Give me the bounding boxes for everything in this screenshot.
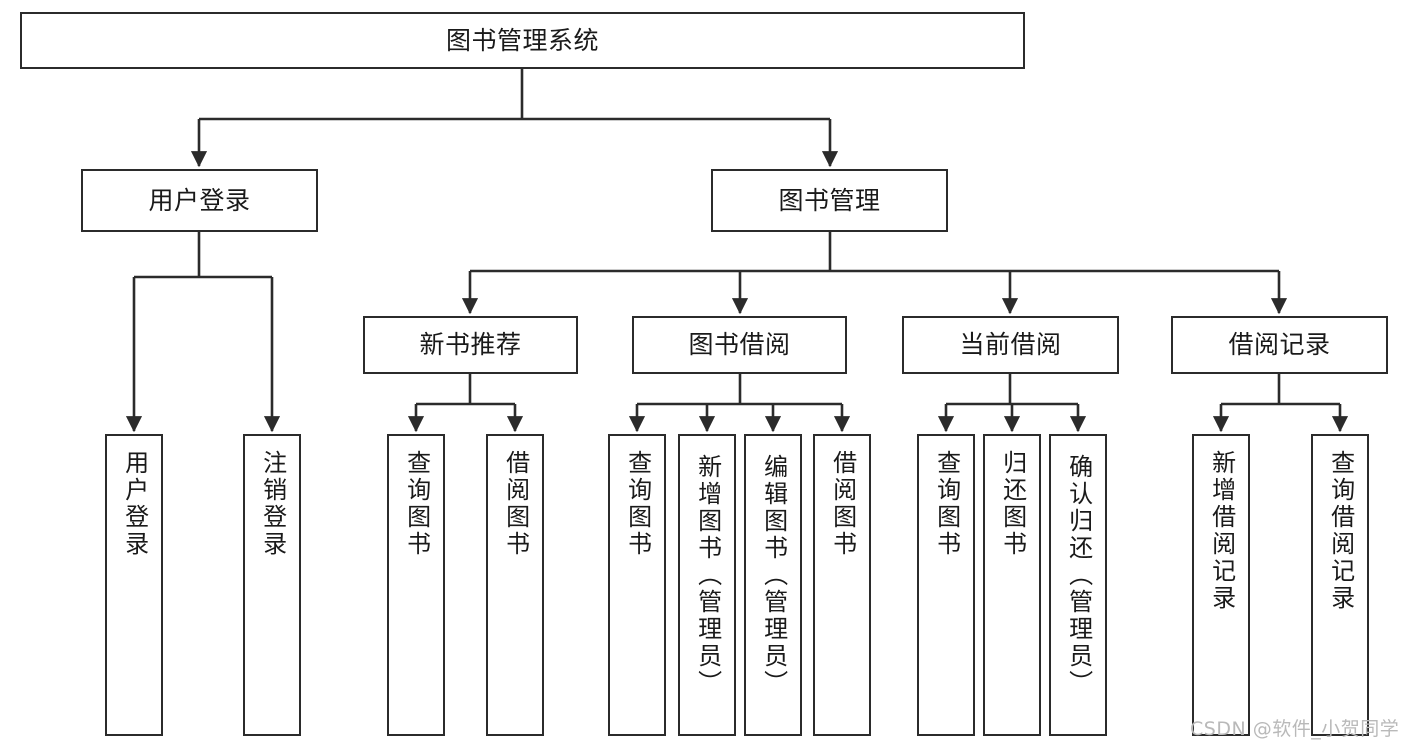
- node-leaf-query-book-borrow-label: 查询图书: [623, 450, 652, 558]
- node-user-login[interactable]: 用户登录: [81, 169, 318, 232]
- node-current-borrow[interactable]: 当前借阅: [902, 316, 1119, 374]
- node-leaf-user-login[interactable]: 用户登录: [105, 434, 163, 736]
- csdn-watermark: CSDN @软件_小贺同学: [1190, 718, 1400, 740]
- node-leaf-add-book-admin[interactable]: 新增图书（管理员）: [678, 434, 736, 736]
- node-leaf-borrow-book-label: 借阅图书: [828, 450, 857, 558]
- node-leaf-edit-book-admin[interactable]: 编辑图书（管理员）: [744, 434, 802, 736]
- node-leaf-logout-label: 注销登录: [258, 450, 287, 558]
- node-borrow-record-label: 借阅记录: [1228, 330, 1331, 360]
- node-leaf-return-book[interactable]: 归还图书: [983, 434, 1041, 736]
- node-book-borrow[interactable]: 图书借阅: [632, 316, 847, 374]
- node-leaf-logout[interactable]: 注销登录: [243, 434, 301, 736]
- node-root-label: 图书管理系统: [445, 25, 599, 55]
- node-leaf-query-book-rec-label: 查询图书: [402, 450, 431, 558]
- node-leaf-query-book-borrow[interactable]: 查询图书: [608, 434, 666, 736]
- node-new-book-recommend[interactable]: 新书推荐: [363, 316, 578, 374]
- node-book-borrow-label: 图书借阅: [688, 330, 791, 360]
- node-book-manage[interactable]: 图书管理: [711, 169, 948, 232]
- node-leaf-confirm-return-admin-label: 确认归还（管理员）: [1064, 454, 1093, 697]
- node-leaf-query-book-current[interactable]: 查询图书: [917, 434, 975, 736]
- node-leaf-borrow-book[interactable]: 借阅图书: [813, 434, 871, 736]
- node-borrow-record[interactable]: 借阅记录: [1171, 316, 1388, 374]
- node-leaf-borrow-book-rec-label: 借阅图书: [501, 450, 530, 558]
- node-leaf-add-book-admin-label: 新增图书（管理员）: [693, 454, 722, 697]
- node-new-book-recommend-label: 新书推荐: [419, 330, 522, 360]
- node-leaf-user-login-label: 用户登录: [120, 450, 149, 558]
- node-leaf-return-book-label: 归还图书: [998, 450, 1027, 558]
- node-leaf-borrow-book-rec[interactable]: 借阅图书: [486, 434, 544, 736]
- node-leaf-edit-book-admin-label: 编辑图书（管理员）: [759, 454, 788, 697]
- node-current-borrow-label: 当前借阅: [959, 330, 1062, 360]
- node-leaf-query-borrow-record[interactable]: 查询借阅记录: [1311, 434, 1369, 736]
- node-leaf-query-borrow-record-label: 查询借阅记录: [1326, 450, 1355, 612]
- node-leaf-add-borrow-record[interactable]: 新增借阅记录: [1192, 434, 1250, 736]
- node-user-login-label: 用户登录: [148, 185, 251, 215]
- node-leaf-add-borrow-record-label: 新增借阅记录: [1207, 450, 1236, 612]
- node-leaf-query-book-current-label: 查询图书: [932, 450, 961, 558]
- node-leaf-query-book-rec[interactable]: 查询图书: [387, 434, 445, 736]
- node-book-manage-label: 图书管理: [778, 185, 881, 215]
- node-root[interactable]: 图书管理系统: [20, 12, 1025, 69]
- node-leaf-confirm-return-admin[interactable]: 确认归还（管理员）: [1049, 434, 1107, 736]
